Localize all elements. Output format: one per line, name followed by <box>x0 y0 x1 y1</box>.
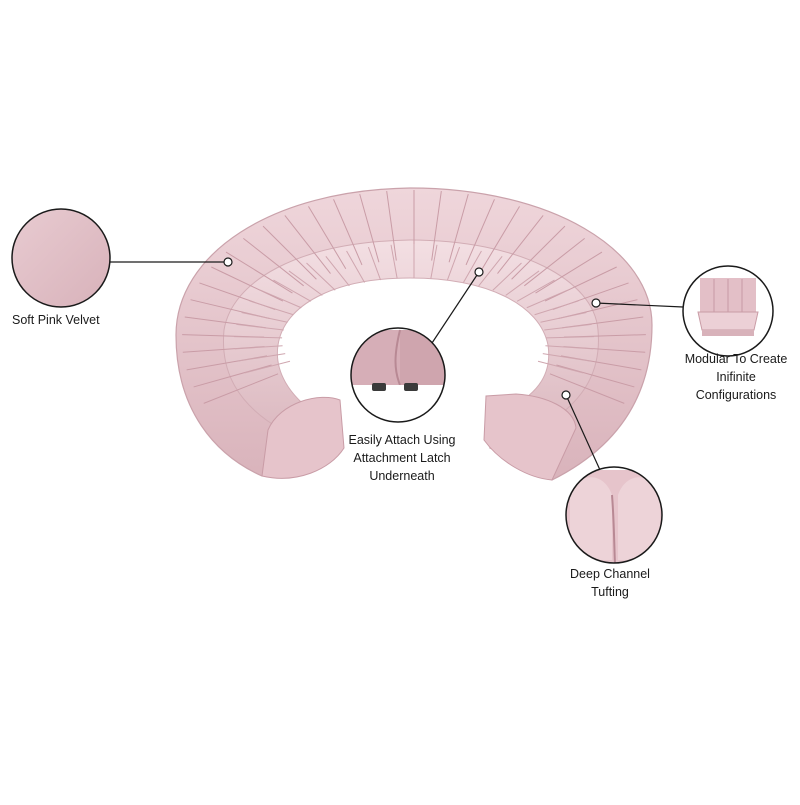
channel-line <box>211 266 284 302</box>
channel-line <box>284 215 331 274</box>
channel-line <box>431 190 442 261</box>
channel-line <box>526 289 568 309</box>
latch-dot <box>474 267 484 277</box>
channel-line <box>193 364 272 388</box>
latch-connector <box>431 271 480 344</box>
callout-lines <box>110 261 684 471</box>
channel-line <box>478 255 503 287</box>
channel-line <box>534 300 579 316</box>
callout-dots <box>223 257 601 400</box>
channel-line <box>516 279 555 302</box>
channel-tufting-lines <box>182 190 646 404</box>
channel-line <box>430 244 438 279</box>
channel-line <box>545 345 594 350</box>
channel-line <box>549 373 625 404</box>
channel-line <box>511 225 566 280</box>
sofa-body <box>175 187 653 481</box>
channel-line <box>236 323 284 331</box>
channel-line <box>524 237 585 287</box>
channel-line <box>535 251 603 294</box>
velvet-label: Soft Pink Velvet <box>12 313 100 327</box>
channel-line <box>359 194 380 263</box>
channel-line <box>492 262 522 291</box>
channel-line <box>234 345 283 350</box>
sofa-left-end <box>261 396 345 479</box>
modular-connector <box>595 302 684 308</box>
modular-label: Modular To Create Inifinite Configuratio… <box>684 352 788 402</box>
channel-line <box>225 251 293 294</box>
channel-line <box>244 360 291 374</box>
channel-line <box>537 360 584 374</box>
channel-line <box>545 336 594 339</box>
channel-line <box>243 237 304 287</box>
channel-line <box>505 270 540 296</box>
channel-line <box>203 373 279 404</box>
channel-line <box>346 250 365 283</box>
channel-line <box>241 311 288 323</box>
channel-line <box>333 199 363 266</box>
channel-line <box>386 190 397 261</box>
channel-line <box>273 279 312 302</box>
velvet-swatch <box>11 208 111 308</box>
channel-line <box>497 215 544 274</box>
channel-line <box>249 300 294 316</box>
latch-label: Easily Attach Using Attachment Latch Und… <box>348 433 456 483</box>
channel-line <box>542 353 590 362</box>
channel-line <box>238 353 286 362</box>
channel-line <box>288 270 323 296</box>
channel-line <box>463 250 482 283</box>
channel-line <box>540 311 587 323</box>
channel-line <box>544 266 617 302</box>
tufting-label: Deep Channel Tufting <box>570 567 650 599</box>
channel-line <box>234 336 283 339</box>
latch-detail-image <box>350 327 446 423</box>
channel-line <box>325 255 350 287</box>
sofa-right-end <box>483 393 577 481</box>
channel-line <box>481 206 520 270</box>
channel-line <box>446 246 461 281</box>
channel-line <box>260 289 302 309</box>
channel-line <box>448 194 469 263</box>
modular-dot <box>591 298 601 308</box>
channel-line <box>306 262 336 291</box>
channel-line <box>367 246 382 281</box>
channel-line <box>544 323 592 331</box>
channel-line <box>465 199 495 266</box>
channel-line <box>262 225 317 280</box>
channel-line <box>556 364 635 388</box>
velvet-dot <box>223 257 233 267</box>
tufting-connector <box>565 394 601 471</box>
channel-line <box>308 206 347 270</box>
tufting-dot <box>561 390 571 400</box>
tufting-detail-image <box>565 466 663 564</box>
channel-line <box>390 244 398 279</box>
modular-detail-image <box>682 265 774 357</box>
